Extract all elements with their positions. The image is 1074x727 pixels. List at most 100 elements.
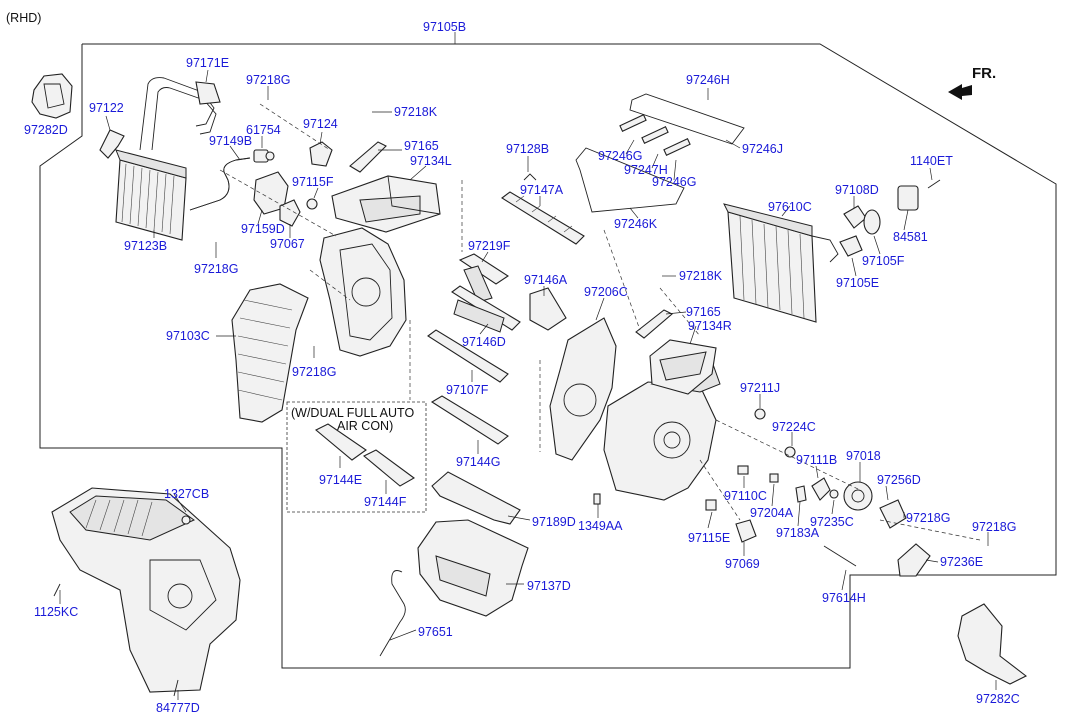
part-label: 84581 xyxy=(893,230,928,244)
part-label: 97123B xyxy=(124,239,167,253)
variant-label: (RHD) xyxy=(6,11,41,25)
part-label: 97218K xyxy=(394,105,438,119)
part-97651-drain-hose xyxy=(379,570,406,657)
part-97204A-clip xyxy=(769,473,779,483)
part-label: 97103C xyxy=(166,329,210,343)
part-label: 97115F xyxy=(292,175,334,189)
part-label: 97134L xyxy=(410,154,452,168)
part-97171E-pipes xyxy=(139,77,221,151)
part-label: 97246J xyxy=(742,142,783,156)
part-label: 97206C xyxy=(584,285,628,299)
part-1349AA-clip xyxy=(593,493,601,505)
part-label: 97108D xyxy=(835,183,879,197)
part-label: 97218G xyxy=(906,511,950,525)
part-label: 97246K xyxy=(614,217,658,231)
part-label: 97105F xyxy=(862,254,905,268)
part-97235C-clip xyxy=(829,489,839,499)
part-97018-hub xyxy=(851,489,865,503)
part-label: 97614H xyxy=(822,591,866,605)
part-label: 61754 xyxy=(246,123,281,137)
part-97115E-clip xyxy=(705,499,717,511)
part-label: 97236E xyxy=(940,555,983,569)
part-label: 97171E xyxy=(186,56,229,70)
part-label: 97018 xyxy=(846,449,881,463)
part-label: 97111B xyxy=(796,453,837,467)
part-label: 97107F xyxy=(446,383,489,397)
part-label: 97165 xyxy=(686,305,721,319)
leader-lines xyxy=(59,69,997,700)
part-label: 97146D xyxy=(462,335,506,349)
part-97105E-seal xyxy=(839,235,863,257)
part-left-case xyxy=(319,227,407,357)
part-97105F-ring xyxy=(863,209,881,235)
part-label: 84777D xyxy=(156,701,200,715)
part-label: 1140ET xyxy=(910,154,953,168)
part-97134L-duct xyxy=(331,175,441,233)
part-label: 97144E xyxy=(319,473,362,487)
part-97110C-clip xyxy=(737,465,749,475)
part-97069-actuator xyxy=(735,519,757,543)
part-label: 97137D xyxy=(527,579,571,593)
part-label: 1327CB xyxy=(164,487,209,501)
part-97144G-door xyxy=(430,395,509,445)
part-97128B-clip xyxy=(523,173,537,181)
part-label: 97144G xyxy=(456,455,500,469)
part-label: 97219F xyxy=(468,239,511,253)
part-97189D-cover xyxy=(431,471,521,525)
part-97111B-arm xyxy=(811,477,831,501)
part-97282C-bracket xyxy=(957,603,1028,685)
part-label: 97246G xyxy=(652,175,696,189)
part-label: 97211J xyxy=(740,381,780,395)
part-97614H-sensor xyxy=(823,545,857,567)
part-97211J-clip xyxy=(754,408,766,420)
part-label: 97282D xyxy=(24,123,68,137)
part-label: 97069 xyxy=(725,557,760,571)
part-label: 97218G xyxy=(972,520,1016,534)
part-97146A-door xyxy=(529,287,567,331)
part-label: 97124 xyxy=(303,117,338,131)
part-97224C-clip xyxy=(784,446,796,458)
part-97144E-door xyxy=(315,423,367,461)
part-61754-sensor xyxy=(253,149,275,163)
option-note-line1: (W/DUAL FULL AUTO xyxy=(291,406,414,420)
part-label: 97144F xyxy=(364,495,407,509)
option-note-line2: AIR CON) xyxy=(337,419,393,433)
part-label: 97610C xyxy=(768,200,812,214)
part-label: 97256D xyxy=(877,473,921,487)
front-direction-label: FR. xyxy=(972,65,996,82)
part-97137D-lower-case xyxy=(417,519,529,617)
part-label: 97105B xyxy=(423,20,466,34)
part-84581-block xyxy=(897,185,919,211)
part-97018-motor xyxy=(843,481,873,511)
part-labels: 97105B 97171E 97218G 97122 97282D 97218K… xyxy=(24,20,1020,715)
part-97165-seal xyxy=(349,141,387,173)
part-97246-frame-set xyxy=(575,93,745,213)
part-label: 97224C xyxy=(772,420,816,434)
part-label: 97282C xyxy=(976,692,1020,706)
part-97122-clamp xyxy=(99,129,125,159)
part-label: 97147A xyxy=(520,183,564,197)
part-97146D-shaft xyxy=(451,285,521,333)
part-97256D-actuator xyxy=(879,499,907,529)
assembled-hvac-unit xyxy=(51,487,241,697)
part-97067-lever xyxy=(279,199,301,227)
part-97115F-clip xyxy=(306,198,318,210)
part-97206C-right-case xyxy=(549,317,617,461)
part-label: 1349AA xyxy=(578,519,623,533)
part-label: 97246H xyxy=(686,73,730,87)
part-97124-bracket xyxy=(309,141,333,167)
part-label: 97235C xyxy=(810,515,854,529)
part-97147A-filter xyxy=(501,191,585,245)
part-label: 97115E xyxy=(688,531,730,545)
part-label: 97105E xyxy=(836,276,879,290)
part-97149B-hose xyxy=(189,157,251,211)
part-97144F-door xyxy=(363,449,416,487)
part-label: 97128B xyxy=(506,142,549,156)
dual-auto-option-box xyxy=(286,401,427,513)
part-label: 97110C xyxy=(724,489,767,503)
part-1140ET-bolt xyxy=(927,179,941,189)
front-direction-arrow-icon xyxy=(948,84,972,100)
part-label: 97183A xyxy=(776,526,820,540)
part-label: 97189D xyxy=(532,515,576,529)
